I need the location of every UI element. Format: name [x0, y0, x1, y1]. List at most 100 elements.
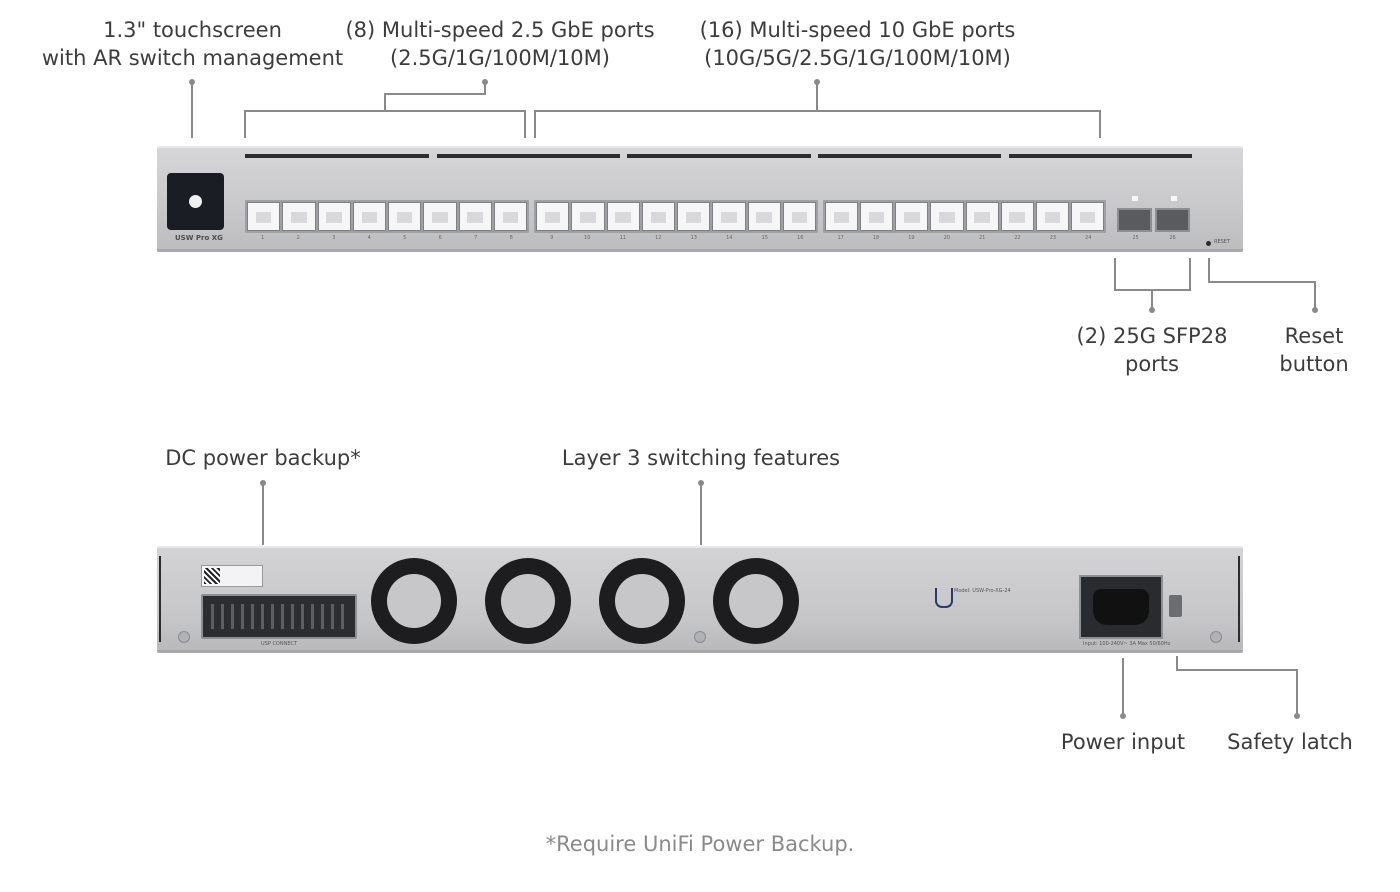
port-number: 16	[797, 235, 804, 241]
sfp28-callout-line1: (2) 25G SFP28	[1076, 324, 1228, 348]
port-number: 3	[332, 235, 336, 241]
dc-backup-callout: DC power backup*	[165, 446, 361, 470]
rj45-port[interactable]	[860, 202, 894, 231]
rj45-port[interactable]	[1070, 202, 1104, 231]
rj45-port[interactable]	[282, 202, 316, 231]
port-number: 20	[943, 235, 950, 241]
rj45-port[interactable]	[825, 202, 859, 231]
screw-icon	[694, 631, 706, 643]
rj45-port[interactable]	[677, 202, 711, 231]
ports-2-5g-callout-line1: (8) Multi-speed 2.5 GbE ports	[345, 18, 655, 42]
port-number: 8	[509, 235, 513, 241]
panel-edge	[1238, 556, 1240, 642]
footnote: *Require UniFi Power Backup.	[545, 832, 855, 856]
port-number: 24	[1085, 235, 1092, 241]
fan-icon	[599, 558, 685, 644]
rj45-port[interactable]	[712, 202, 746, 231]
port-number: 25	[1132, 235, 1139, 241]
port-number: 2	[296, 235, 300, 241]
port-number: 14	[726, 235, 733, 241]
port-number: 12	[655, 235, 662, 241]
port-number: 26	[1169, 235, 1176, 241]
ports-2-5g-callout: (8) Multi-speed 2.5 GbE ports (2.5G/1G/1…	[340, 16, 660, 72]
vent-rail	[1009, 154, 1192, 158]
reset-callout-line2: button	[1279, 352, 1349, 376]
port-number: 6	[438, 235, 442, 241]
dc-power-backup-port[interactable]	[201, 594, 357, 639]
fan-icon	[371, 558, 457, 644]
rj45-port[interactable]	[1000, 202, 1034, 231]
dc-port-pins	[211, 604, 347, 629]
rj45-port[interactable]	[247, 202, 281, 231]
vent-rail	[627, 154, 811, 158]
reset-button[interactable]	[1206, 241, 1211, 246]
sfp-led	[1132, 196, 1138, 201]
rj45-port[interactable]	[493, 202, 527, 231]
port-number: 15	[761, 235, 768, 241]
rj45-port[interactable]	[536, 202, 570, 231]
port-number: 21	[979, 235, 986, 241]
rj45-port[interactable]	[606, 202, 640, 231]
sfp28-callout-line2: ports	[1125, 352, 1179, 376]
port-number: 23	[1049, 235, 1057, 241]
rj45-port[interactable]	[930, 202, 964, 231]
port-number: 1	[261, 235, 265, 241]
rj45-port[interactable]	[965, 202, 999, 231]
rj45-port-group-2-5g	[245, 200, 529, 233]
rj45-port-group-10g-b	[823, 200, 1106, 233]
sfp28-port[interactable]	[1155, 208, 1190, 232]
port-number: 10	[584, 235, 591, 241]
vent-rail	[437, 154, 620, 158]
rj45-port[interactable]	[641, 202, 675, 231]
brand-logo-icon	[935, 588, 953, 608]
reset-callout-line1: Reset	[1284, 324, 1344, 348]
power-input-callout: Power input	[1060, 730, 1186, 754]
touchscreen-callout-line2: with AR switch management	[41, 46, 344, 70]
port-number: 5	[403, 235, 407, 241]
ports-10g-callout-line2: (10G/5G/2.5G/1G/100M/10M)	[704, 46, 1011, 70]
reset-callout: Reset button	[1254, 322, 1374, 378]
port-number: 13	[690, 235, 697, 241]
switch-front-panel: USW Pro XG 1 2 3 4 5 6 7 8 9 10 11 12 13	[157, 146, 1243, 252]
rear-model-label: Model: USW-Pro-XG-24	[954, 588, 1011, 594]
port-number: 9	[550, 235, 554, 241]
port-number: 19	[908, 235, 915, 241]
rj45-port[interactable]	[747, 202, 781, 231]
qr-label	[201, 565, 263, 587]
fan-icon	[713, 558, 799, 644]
power-inlet[interactable]	[1079, 575, 1163, 639]
port-numbers-10g-a: 9 10 11 12 13 14 15 16	[534, 235, 818, 241]
port-number: 18	[872, 235, 880, 241]
power-rating-label: Input: 100-240V~ 3A Max 50/60Hz	[1083, 641, 1171, 647]
rj45-port[interactable]	[352, 202, 386, 231]
sfp28-port[interactable]	[1117, 208, 1152, 232]
touchscreen-callout: 1.3" touchscreen with AR switch manageme…	[40, 16, 345, 72]
usp-connect-label: USP CONNECT	[261, 641, 298, 647]
switch-rear-panel: USP CONNECT Model: USW-Pro-XG-24 Input: …	[157, 546, 1243, 653]
rj45-port[interactable]	[317, 202, 351, 231]
port-number: 17	[837, 235, 844, 241]
sfp28-callout: (2) 25G SFP28 ports	[1062, 322, 1242, 378]
screw-icon	[178, 631, 190, 643]
rj45-port[interactable]	[388, 202, 422, 231]
safety-latch[interactable]	[1169, 595, 1182, 617]
fan-icon	[485, 558, 571, 644]
rj45-port[interactable]	[571, 202, 605, 231]
touchscreen[interactable]	[167, 173, 224, 230]
port-numbers-10g-b: 17 18 19 20 21 22 23 24	[823, 235, 1106, 241]
port-number: 7	[474, 235, 478, 241]
rj45-port[interactable]	[895, 202, 929, 231]
sfp-numbers: 25 26	[1117, 235, 1191, 241]
ports-10g-callout-line1: (16) Multi-speed 10 GbE ports	[699, 18, 1016, 42]
rj45-port[interactable]	[1035, 202, 1069, 231]
rj45-port[interactable]	[458, 202, 492, 231]
sfp-led	[1171, 196, 1177, 201]
rj45-port[interactable]	[782, 202, 816, 231]
ports-10g-callout: (16) Multi-speed 10 GbE ports (10G/5G/2.…	[690, 16, 1025, 72]
rj45-port[interactable]	[423, 202, 457, 231]
vent-rail	[245, 154, 429, 158]
safety-latch-callout: Safety latch	[1227, 730, 1353, 754]
touchscreen-button	[189, 195, 202, 208]
rj45-port-group-10g-a	[534, 200, 818, 233]
